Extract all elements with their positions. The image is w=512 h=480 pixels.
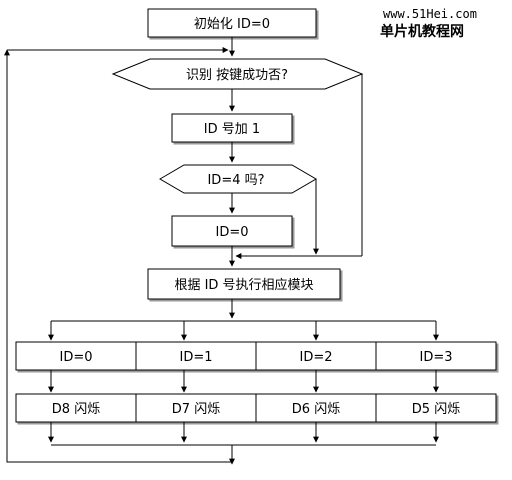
id-add-label: ID 号加 1 (204, 122, 260, 137)
identify-label: 识别 按键成功否? (186, 68, 288, 83)
dispatch-box (147, 268, 341, 300)
id-add-box (171, 113, 293, 143)
id-check-label: ID=4 吗? (207, 173, 264, 188)
action-label: D6 闪烁 (292, 402, 340, 417)
action-label: D8 闪烁 (52, 402, 100, 417)
case-label: ID=1 (179, 350, 212, 365)
case-box (15, 341, 137, 371)
case-label: ID=3 (419, 350, 452, 365)
case-label: ID=0 (59, 350, 92, 365)
case-box (375, 341, 497, 371)
id-reset-label: ID=0 (215, 225, 248, 240)
init-label: 初始化 ID=0 (194, 17, 270, 32)
action-label: D7 闪烁 (172, 402, 220, 417)
case-box (255, 341, 377, 371)
init-box (147, 8, 317, 38)
case-box (135, 341, 257, 371)
action-box (375, 393, 497, 423)
loop-back-line (3, 49, 232, 463)
action-box (15, 393, 137, 423)
action-box (135, 393, 257, 423)
action-box (255, 393, 377, 423)
watermark-site-name: 单片机教程网 (380, 23, 464, 40)
action-label: D5 闪烁 (412, 402, 460, 417)
id-reset-box (171, 215, 293, 247)
dispatch-label: 根据 ID 号执行相应模块 (174, 277, 313, 293)
watermark-url: www.51Hei.com (383, 7, 477, 21)
branch-group: ID=0 D8 闪烁 ID=1 D7 闪烁 ID=2 D6 闪烁 ID=3 D5 闪烁 (15, 321, 497, 443)
case-label: ID=2 (299, 350, 332, 365)
